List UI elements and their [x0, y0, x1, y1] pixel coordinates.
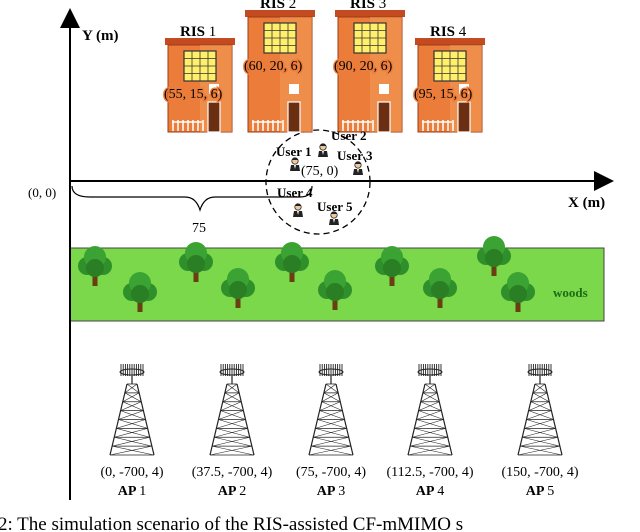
fence — [172, 120, 204, 131]
ap-tower-3: (75, -700, 4) AP 3 — [296, 364, 366, 499]
fence — [252, 120, 284, 131]
roof — [415, 38, 485, 45]
user-figure-3 — [293, 203, 303, 217]
ap-label: AP 2 — [218, 484, 246, 499]
ap-tower-5: (150, -700, 4) AP 5 — [502, 364, 579, 499]
user-figure-2 — [318, 143, 328, 157]
ris-coords: (90, 20, 6) — [334, 59, 393, 74]
user-cluster-circle — [265, 129, 371, 235]
ap-coords: (37.5, -700, 4) — [192, 465, 273, 480]
ap-layer: (0, -700, 4) AP 1 (37.5, -700, 4) AP 2 (75, … — [101, 364, 579, 499]
tree-6 — [318, 270, 352, 310]
user-center-coords: (75, 0) — [301, 164, 339, 179]
ap-coords: (0, -700, 4) — [101, 465, 164, 480]
ap-tower-2: (37.5, -700, 4) AP 2 — [192, 364, 273, 499]
window — [459, 84, 469, 94]
user-figure-1 — [290, 157, 300, 171]
ap-coords: (75, -700, 4) — [296, 465, 366, 480]
woods-label: woods — [553, 285, 588, 300]
fence — [342, 120, 374, 131]
ap-label: AP 1 — [118, 484, 146, 499]
origin-label: (0, 0) — [28, 185, 56, 200]
tree-4 — [221, 268, 255, 308]
user-layer: User 1 User 2 User 3 User 4 User 5 (75, 0) — [276, 128, 373, 225]
tree-8 — [423, 268, 457, 308]
user-label-2: User 2 — [331, 128, 367, 143]
ris-coords: (55, 15, 6) — [164, 87, 223, 102]
user-label-5: User 5 — [317, 199, 353, 214]
ris-label: RIS 1 — [180, 24, 216, 40]
roof — [335, 10, 405, 17]
tree-10 — [501, 272, 535, 312]
ap-label: AP 3 — [317, 484, 345, 499]
fence — [422, 120, 454, 131]
ris-coords: (60, 20, 6) — [244, 59, 303, 74]
door — [377, 101, 391, 133]
user-label-3: User 3 — [337, 148, 373, 163]
distance-brace — [71, 185, 313, 213]
tree-9 — [477, 236, 511, 276]
door — [287, 101, 301, 133]
door — [457, 101, 471, 133]
x-axis-label: X (m) — [568, 195, 605, 211]
user-figure-4 — [329, 211, 339, 225]
ris-building-1: RIS 1 (55, 15, 6) — [163, 24, 235, 133]
ris-layer: RIS 1 (55, 15, 6) RIS 2 (60, 20, 6) RIS 3 (90… — [163, 0, 485, 133]
ap-tower-1: (0, -700, 4) AP 1 — [101, 364, 164, 499]
ris-building-4: RIS 4 (95, 15, 6) — [413, 24, 485, 133]
user-figure-5 — [353, 161, 363, 175]
window — [289, 84, 299, 94]
figure-caption: 2: The simulation scenario of the RIS-as… — [0, 514, 463, 532]
ris-coords: (95, 15, 6) — [414, 87, 473, 102]
tree-7 — [375, 246, 409, 286]
ap-tower-4: (112.5, -700, 4) AP 4 — [387, 364, 474, 499]
ap-coords: (150, -700, 4) — [502, 465, 579, 480]
distance-label: 75 — [192, 221, 206, 236]
window — [209, 84, 219, 94]
door — [207, 101, 221, 133]
y-axis-label: Y (m) — [82, 28, 119, 44]
tree-5 — [275, 242, 309, 282]
ris-label: RIS 3 — [350, 0, 386, 12]
tree-3 — [179, 242, 213, 282]
ap-coords: (112.5, -700, 4) — [387, 465, 474, 480]
user-label-1: User 1 — [276, 144, 312, 159]
ap-label: AP 5 — [526, 484, 554, 499]
roof — [165, 38, 235, 45]
tree-layer — [78, 236, 535, 312]
ris-label: RIS 4 — [430, 24, 467, 40]
ap-label: AP 4 — [416, 484, 444, 499]
roof — [245, 10, 315, 17]
ris-building-3: RIS 3 (90, 20, 6) — [333, 0, 405, 133]
ris-building-2: RIS 2 (60, 20, 6) — [243, 0, 315, 133]
window — [379, 84, 389, 94]
ris-label: RIS 2 — [260, 0, 296, 12]
tree-2 — [123, 272, 157, 312]
user-label-4: User 4 — [277, 185, 313, 200]
tree-1 — [78, 246, 112, 286]
